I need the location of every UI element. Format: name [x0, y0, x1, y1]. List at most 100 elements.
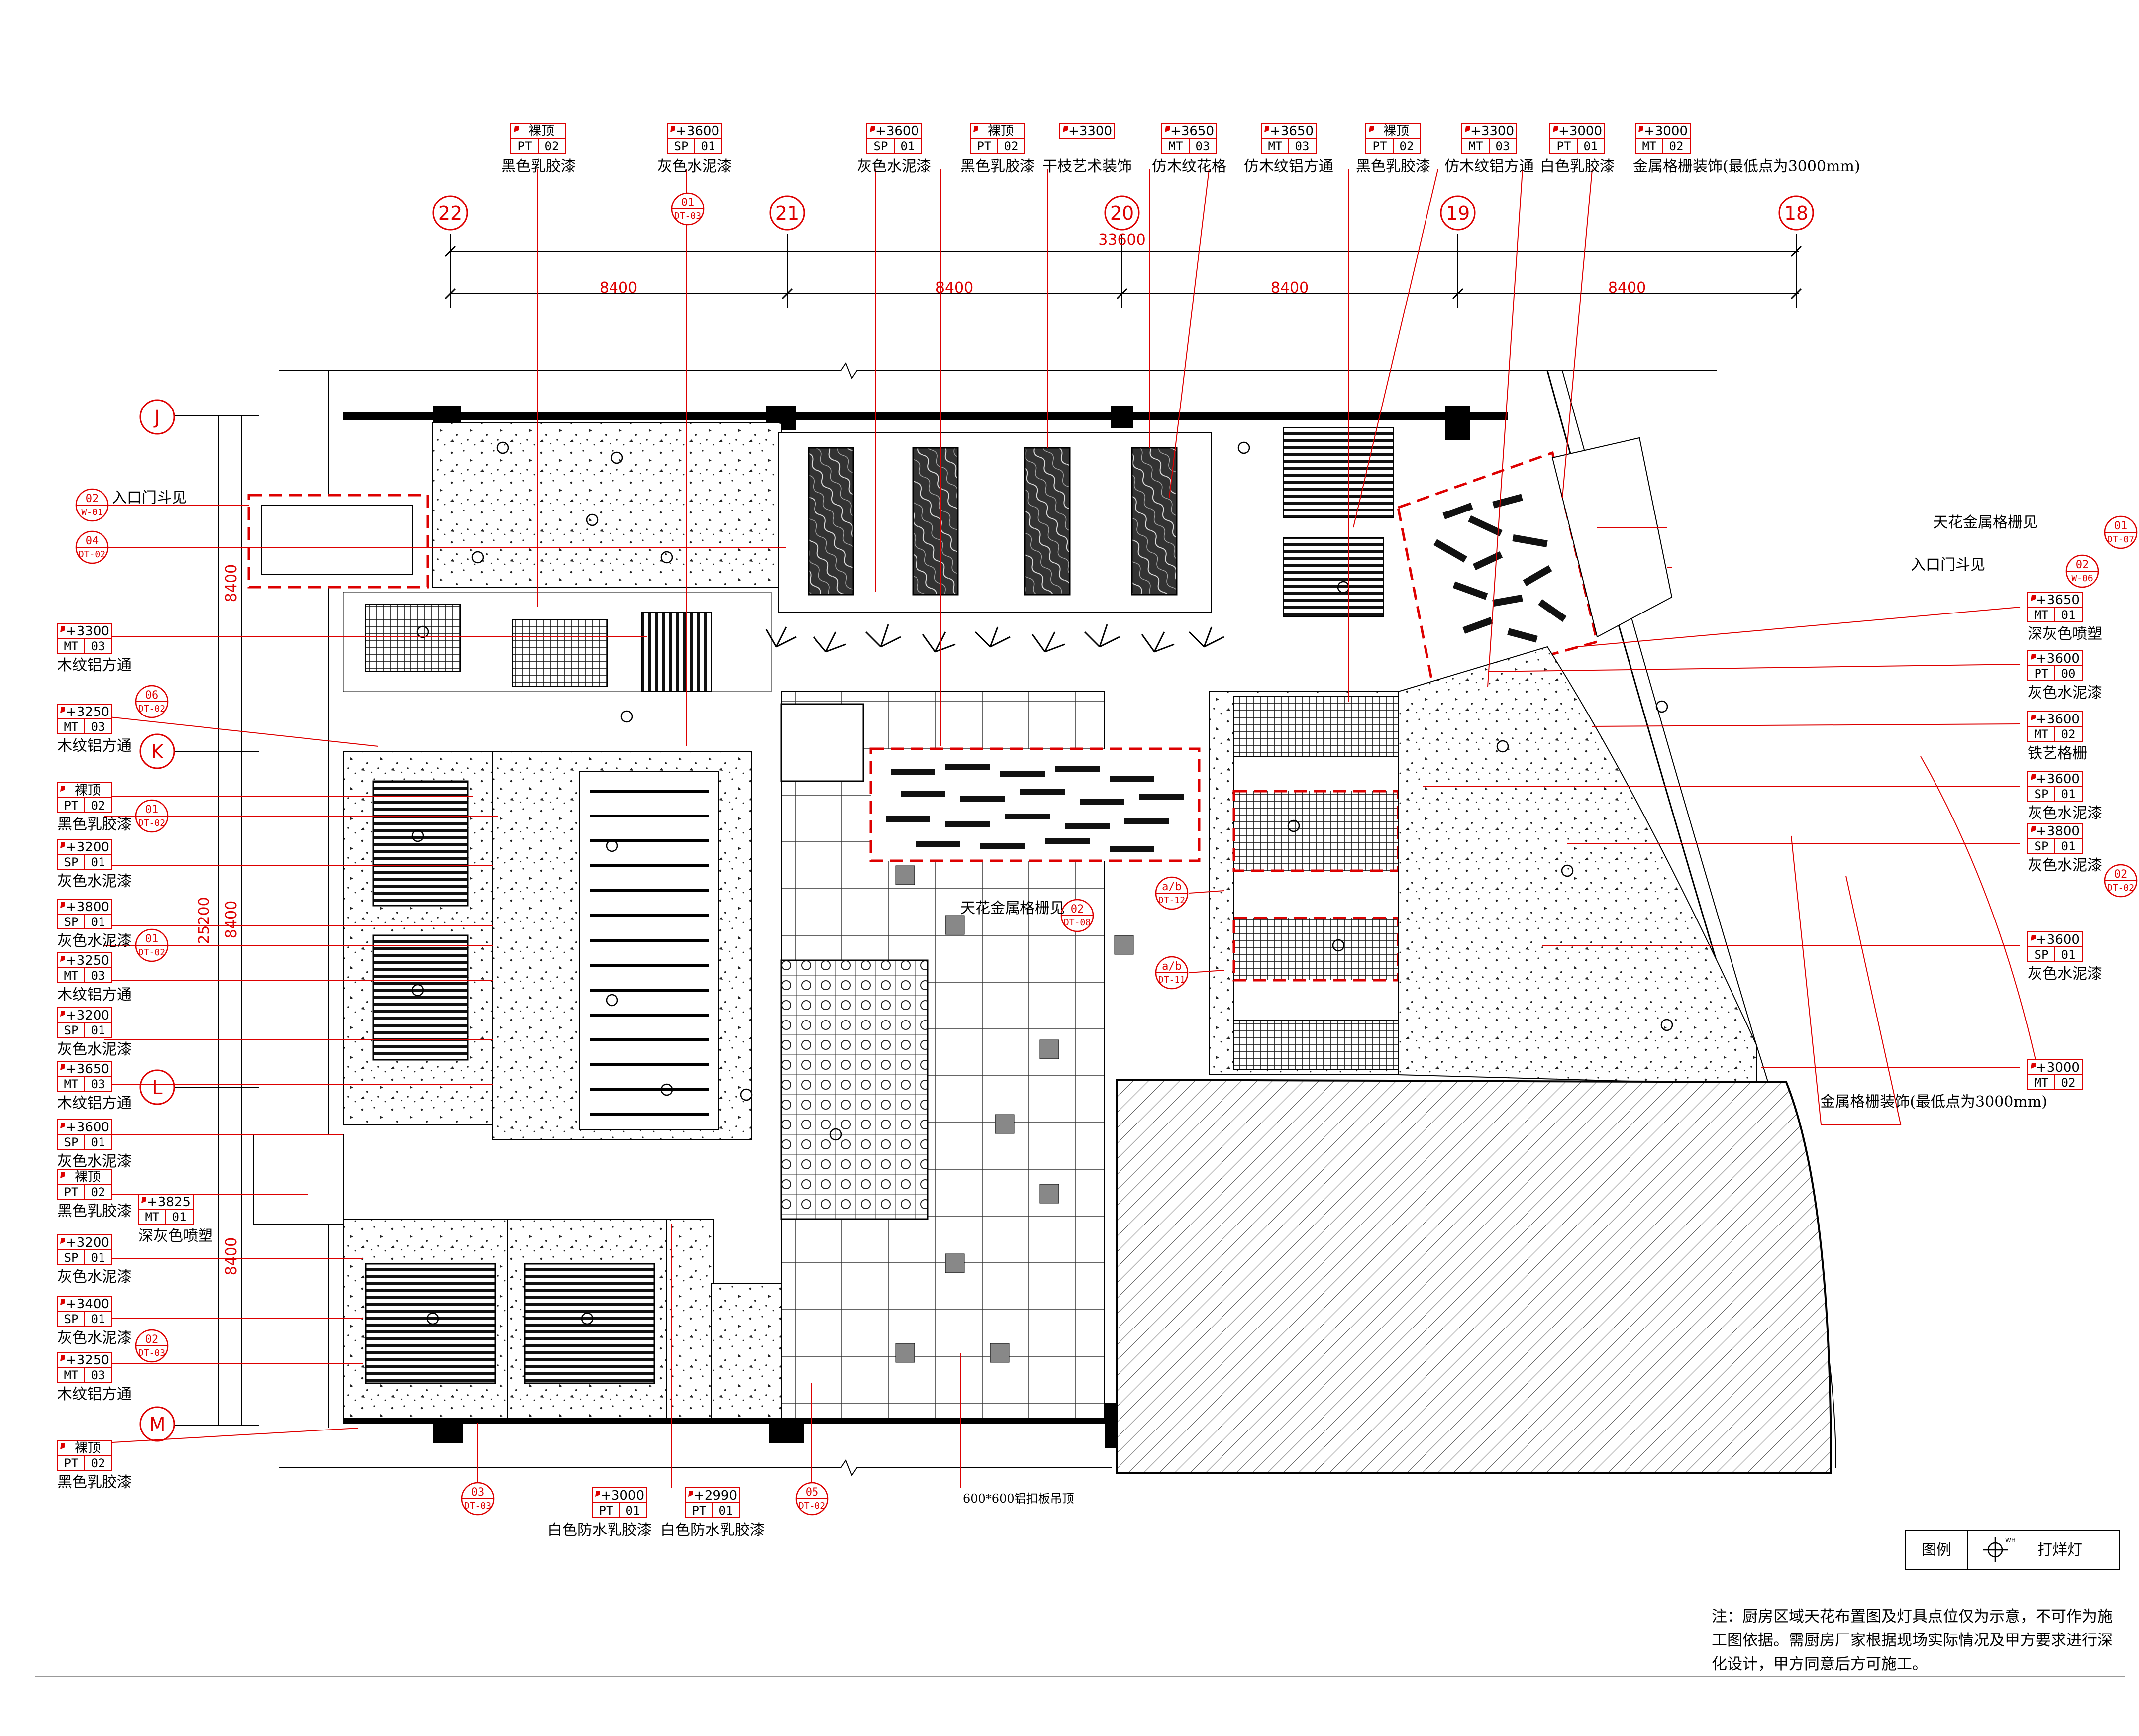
zone-hatched-core — [1116, 1078, 1833, 1474]
svg-text:MT: MT — [1268, 139, 1283, 153]
material-tag: +3800 SP 01 灰色水泥漆 — [57, 899, 132, 950]
svg-text:01: 01 — [91, 1312, 105, 1326]
arrow-icon — [670, 126, 675, 132]
ceiling-panel-3 — [641, 612, 712, 692]
svg-text:01: 01 — [91, 855, 105, 869]
grid-bubble-K: K — [139, 733, 175, 769]
svg-text:灰色水泥漆: 灰色水泥漆 — [2028, 805, 2102, 822]
svg-text:K: K — [151, 741, 164, 763]
svg-text:SP: SP — [64, 1135, 79, 1149]
arrow-icon — [1063, 126, 1068, 132]
svg-text:22: 22 — [438, 203, 462, 224]
material-tag: +3600 SP 01 灰色水泥漆 — [857, 123, 931, 175]
material-tag: +3200 SP 01 灰色水泥漆 — [57, 839, 132, 890]
svg-text:铁艺格栅: 铁艺格栅 — [2028, 745, 2087, 762]
hood-slats-west — [590, 790, 709, 1116]
svg-text:DT-02: DT-02 — [799, 1501, 825, 1511]
svg-text:白色乳胶漆: 白色乳胶漆 — [1540, 158, 1615, 175]
svg-text:金属格栅装饰(最低点为3000mm): 金属格栅装饰(最低点为3000mm) — [1820, 1093, 2047, 1111]
svg-text:+3600: +3600 — [2036, 772, 2080, 787]
material-tag: +3600 SP 01 灰色水泥漆 — [2027, 771, 2102, 822]
svg-text:黑色乳胶漆: 黑色乳胶漆 — [57, 1474, 132, 1491]
svg-text:MT: MT — [1469, 139, 1483, 153]
svg-text:木纹铝方通: 木纹铝方通 — [57, 737, 132, 755]
section-ref-bubble: 01 DT-02 — [135, 799, 169, 833]
arrow-icon — [60, 902, 65, 908]
svg-text:PT: PT — [1373, 139, 1387, 153]
svg-text:深灰色喷塑: 深灰色喷塑 — [138, 1227, 213, 1245]
ceiling-panel-1 — [365, 604, 461, 672]
svg-text:W-01: W-01 — [81, 507, 102, 517]
svg-text:DT-08: DT-08 — [1064, 918, 1091, 928]
zone-corridor-north — [432, 422, 782, 588]
arrow-icon — [1553, 126, 1558, 132]
callout-tile-ceiling: 600*600铝扣板吊顶 — [963, 1492, 1074, 1506]
leader-lines — [80, 169, 2040, 1488]
svg-text:+3600: +3600 — [2036, 932, 2080, 947]
svg-text:06: 06 — [145, 689, 159, 702]
arrow-icon — [60, 1123, 65, 1128]
svg-text:02: 02 — [91, 1185, 105, 1199]
callout-grille-right: 天花金属格栅见 — [1933, 514, 2037, 531]
svg-text:灰色水泥漆: 灰色水泥漆 — [857, 158, 931, 175]
tile-inserts — [895, 865, 1134, 1363]
arrow-icon — [60, 1172, 65, 1178]
material-tag: +3400 SP 01 灰色水泥漆 — [57, 1296, 132, 1347]
material-tag: +3650 MT 01 深灰色喷塑 — [2027, 592, 2102, 643]
svg-text:+2990: +2990 — [694, 1488, 737, 1503]
arrow-icon — [595, 1491, 600, 1497]
material-tag: +3250 MT 03 木纹铝方通 — [57, 952, 132, 1004]
svg-text:02: 02 — [91, 1456, 105, 1470]
svg-text:DT-03: DT-03 — [138, 1348, 165, 1358]
svg-text:MT: MT — [2035, 1076, 2049, 1090]
material-tag: +3800 SP 01 灰色水泥漆 — [2027, 823, 2102, 874]
svg-text:PT: PT — [64, 799, 79, 813]
arrow-icon — [2031, 595, 2036, 601]
svg-text:18: 18 — [1784, 203, 1808, 224]
section-ref-bubble: 01 DT-02 — [135, 928, 169, 962]
material-tag: +3600 SP 01 灰色水泥漆 — [657, 123, 732, 175]
callout-grille-center: 天花金属格栅见 — [960, 900, 1065, 917]
svg-text:+3600: +3600 — [875, 124, 919, 139]
svg-text:01: 01 — [681, 197, 695, 209]
material-tag: +3650 MT 03 仿木纹铝方通 — [1244, 123, 1333, 175]
svg-text:木纹铝方通: 木纹铝方通 — [57, 1386, 132, 1403]
material-tag: +3600 SP 01 灰色水泥漆 — [2027, 931, 2102, 983]
svg-text:01: 01 — [2061, 787, 2076, 801]
material-tag: 裸顶 PT 02 黑色乳胶漆 — [1356, 123, 1430, 175]
svg-text:MT: MT — [2035, 608, 2049, 622]
section-ref-bubble: 02 DT-08 — [1060, 899, 1094, 932]
svg-text:MT: MT — [145, 1210, 160, 1224]
svg-text:白色防水乳胶漆: 白色防水乳胶漆 — [547, 1522, 652, 1539]
svg-text:+3800: +3800 — [66, 900, 109, 915]
svg-text:黑色乳胶漆: 黑色乳胶漆 — [960, 158, 1035, 175]
svg-text:+3600: +3600 — [2036, 651, 2080, 666]
ceiling-panel-2 — [512, 619, 608, 687]
grid-bubble-J: J — [139, 399, 175, 435]
svg-text:02: 02 — [2061, 727, 2076, 741]
svg-text:灰色水泥漆: 灰色水泥漆 — [2028, 684, 2102, 702]
arrow-icon — [2031, 774, 2036, 780]
svg-text:PT: PT — [64, 1456, 79, 1470]
arrow-icon — [60, 1355, 65, 1361]
dimension-left — [169, 415, 259, 1426]
arrow-icon — [2031, 654, 2036, 660]
svg-text:DT-11: DT-11 — [1158, 975, 1185, 985]
svg-text:04: 04 — [86, 535, 99, 547]
svg-text:SP: SP — [64, 1023, 79, 1037]
svg-text:PT: PT — [599, 1504, 613, 1518]
zone-entry-grille-right — [1397, 437, 1673, 689]
svg-text:灰色水泥漆: 灰色水泥漆 — [57, 932, 132, 950]
svg-text:02: 02 — [1669, 139, 1684, 153]
svg-text:02: 02 — [86, 493, 99, 505]
svg-text:SP: SP — [2035, 787, 2049, 801]
svg-text:+3200: +3200 — [66, 840, 109, 855]
svg-text:黑色乳胶漆: 黑色乳胶漆 — [57, 816, 132, 833]
dim-left-span-1: 8400 — [223, 564, 240, 602]
svg-text:+3200: +3200 — [66, 1235, 109, 1250]
arrow-icon — [514, 126, 519, 132]
svg-text:裸顶: 裸顶 — [75, 1441, 101, 1456]
svg-text:+3800: +3800 — [2036, 824, 2080, 839]
svg-text:SP: SP — [64, 855, 79, 869]
svg-text:+3600: +3600 — [676, 124, 719, 139]
